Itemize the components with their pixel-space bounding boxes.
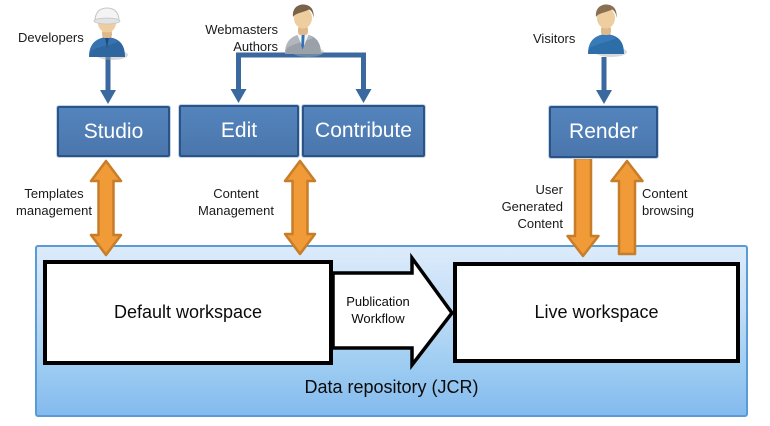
content-management-flow-arrow (283, 159, 317, 256)
default-workspace-box: Default workspace (43, 260, 333, 365)
default-workspace-label: Default workspace (113, 302, 263, 322)
content-browsing-label: Content browsing (642, 186, 695, 218)
contribute-label: Contribute (315, 119, 412, 142)
edit-label: Edit (220, 119, 258, 142)
developers-label: Developers (18, 30, 84, 45)
live-workspace-box: Live workspace (453, 262, 740, 363)
developer-person-icon (89, 7, 128, 60)
visitors-label: Visitors (533, 31, 576, 46)
templates-management-label: Templates management (16, 186, 92, 218)
webmasters-to-edit-contribute-connector (230, 52, 372, 103)
render-label: Render (569, 120, 638, 143)
developer-to-studio-arrow (100, 56, 116, 104)
user-generated-content-flow-arrow (566, 156, 600, 258)
data-repository-label: Data repository (JCR) (304, 377, 479, 397)
webmasters-authors-label: Webmasters Authors (205, 22, 278, 54)
edit-box: Edit (179, 105, 299, 157)
render-box: Render (549, 106, 658, 158)
business-person-icon (285, 4, 324, 57)
user-generated-content-label: User Generated Content (501, 182, 563, 231)
contribute-box: Contribute (302, 105, 425, 157)
live-workspace-label: Live workspace (534, 302, 659, 322)
content-management-label: Content Management (198, 186, 274, 218)
visitor-to-render-arrow (596, 57, 612, 104)
content-browsing-flow-arrow (610, 159, 644, 256)
visitor-person-icon (588, 4, 627, 57)
studio-label: Studio (83, 119, 144, 143)
studio-box: Studio (57, 106, 170, 157)
publication-workflow-label: Publication Workflow (346, 294, 410, 326)
